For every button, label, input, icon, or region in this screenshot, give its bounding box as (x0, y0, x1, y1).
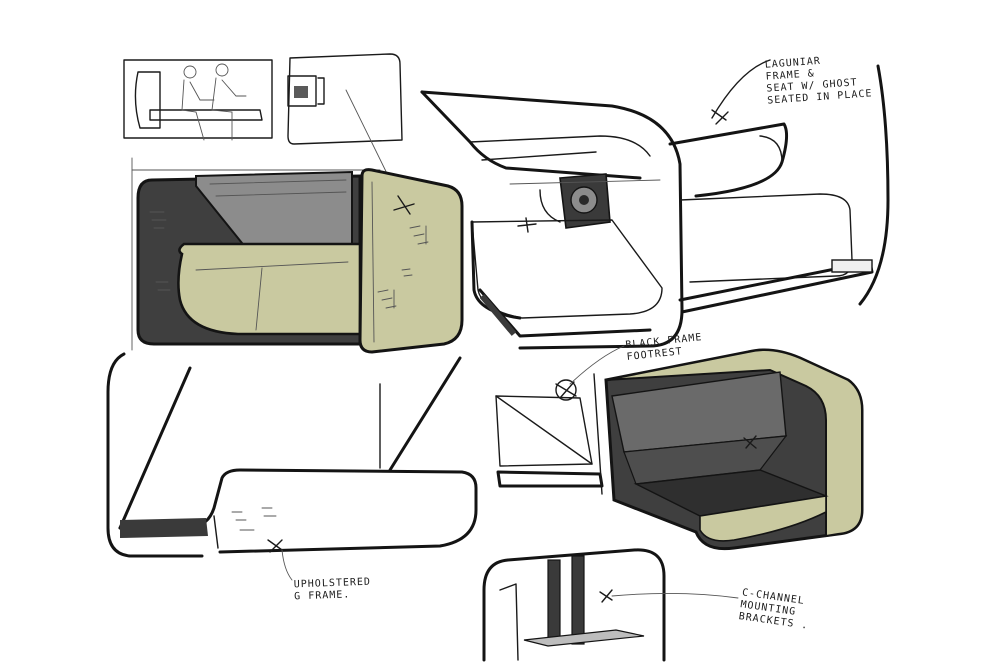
footrest-wireframe-sketch (495, 345, 625, 495)
note-laguniar-frame: LAGUNIAR FRAME & SEAT W/ GHOST SEATED IN… (764, 52, 872, 107)
upholstered-g-frame-sketch (106, 352, 478, 581)
canopy-frame-sketch (420, 90, 684, 350)
main-chair-sketch (131, 157, 464, 354)
dark-pod-sketch (604, 348, 864, 551)
thumbnail-booth-with-figures (123, 59, 273, 141)
laguniar-frame-sketch (668, 59, 890, 314)
note-upholstered-g-frame: UPHOLSTERED G FRAME. (294, 577, 372, 604)
c-channel-bracket-sketch (482, 548, 739, 662)
thumbnail-side-box (287, 53, 403, 201)
ghost-figures-icon (181, 63, 247, 141)
